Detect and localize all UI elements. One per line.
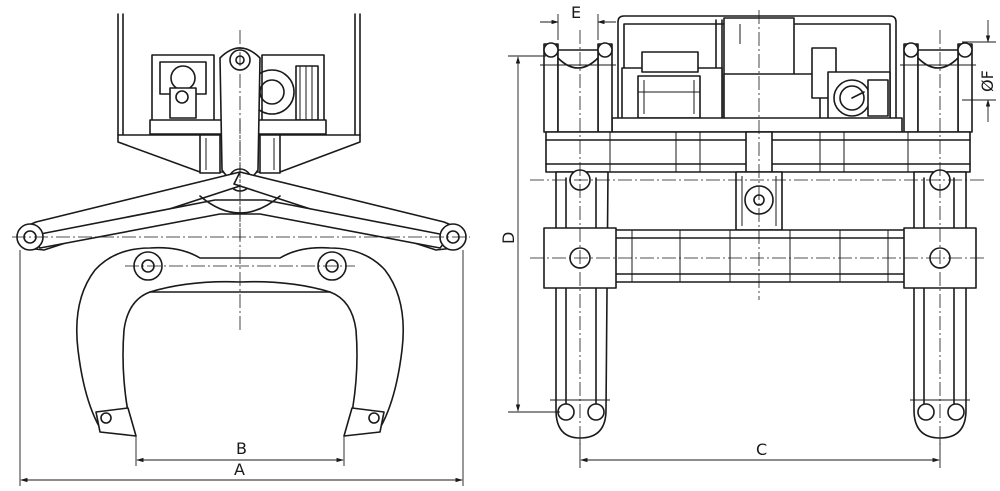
dimension-b-label: B <box>236 439 247 458</box>
left-roller <box>540 42 616 133</box>
dimension-f: ØF <box>962 20 997 122</box>
dimension-b: B <box>135 436 345 466</box>
dimension-f-label: ØF <box>978 70 997 92</box>
dimension-e: E <box>540 3 616 40</box>
motor-assembly <box>611 47 903 133</box>
right-roller <box>900 42 976 133</box>
dimension-a-label: A <box>234 460 245 479</box>
main-beam <box>545 131 971 173</box>
center-lines-front <box>12 30 470 330</box>
lower-beam <box>601 229 919 283</box>
lifting-bails <box>117 13 361 136</box>
scissor-arms <box>16 171 467 251</box>
dimension-c: C <box>579 440 941 468</box>
dimension-e-label: E <box>571 3 581 22</box>
dimension-d: D <box>499 55 560 413</box>
side-view: E ØF D C <box>499 3 997 468</box>
center-lines-side <box>530 10 985 445</box>
front-view: B A <box>12 13 470 486</box>
dimension-d-label: D <box>499 232 518 244</box>
dimension-c-label: C <box>756 440 767 459</box>
drive-unit <box>149 54 327 135</box>
dimension-a: A <box>19 250 464 486</box>
